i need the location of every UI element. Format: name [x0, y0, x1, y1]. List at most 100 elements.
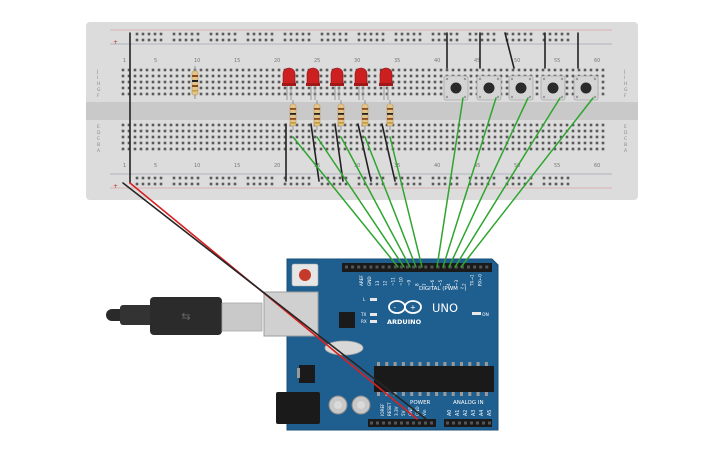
- rail-hole: [468, 176, 472, 180]
- breadboard-hole: [349, 92, 353, 96]
- wire-green-signal-5[interactable]: [389, 136, 423, 268]
- col-num: 15: [234, 163, 240, 169]
- wire-black-button[interactable]: [504, 32, 515, 69]
- wire-green-signal-4[interactable]: [364, 136, 417, 268]
- breadboard-hole: [427, 147, 431, 151]
- wire-green-signal-8[interactable]: [448, 97, 529, 268]
- pushbutton-5[interactable]: [573, 75, 599, 101]
- reset-button[interactable]: [299, 269, 311, 281]
- analog-pin-label: A3: [471, 410, 477, 416]
- rail-hole: [542, 38, 546, 42]
- wire-green-signal-10[interactable]: [460, 97, 594, 268]
- breadboard-hole: [481, 123, 485, 127]
- led-3[interactable]: [330, 67, 344, 100]
- breadboard-hole: [415, 123, 419, 127]
- resistor-3[interactable]: [337, 100, 345, 130]
- breadboard-hole: [199, 147, 203, 151]
- digital-section-label: DIGITAL (PWM ~): [419, 286, 466, 292]
- breadboard-hole: [157, 74, 161, 78]
- rail-hole: [505, 32, 509, 36]
- wire-black-led[interactable]: [381, 123, 396, 182]
- pushbutton-4[interactable]: [540, 75, 566, 101]
- breadboard-hole: [193, 135, 197, 139]
- rail-hole: [295, 176, 299, 180]
- breadboard-hole: [355, 135, 359, 139]
- breadboard-hole: [535, 68, 539, 72]
- breadboard-hole: [601, 92, 605, 96]
- wire-green-signal-6[interactable]: [436, 97, 464, 268]
- wire-green-signal-9[interactable]: [454, 97, 561, 268]
- breadboard-hole: [163, 123, 167, 127]
- rail-hole: [344, 176, 348, 180]
- led-5[interactable]: [379, 67, 393, 100]
- breadboard-hole: [241, 147, 245, 151]
- wire-black-gnd[interactable]: [122, 182, 427, 420]
- rail-hole: [455, 176, 459, 180]
- breadboard-hole: [391, 74, 395, 78]
- dc-power-jack[interactable]: [276, 392, 320, 424]
- chip-pin: [418, 392, 422, 396]
- breadboard-hole: [577, 68, 581, 72]
- breadboard-hole: [235, 147, 239, 151]
- breadboard-hole: [187, 129, 191, 133]
- resistor-2[interactable]: [313, 100, 321, 130]
- breadboard-hole: [187, 92, 191, 96]
- resistor-5[interactable]: [386, 100, 394, 130]
- breadboard-hole: [415, 80, 419, 84]
- wire-black-led[interactable]: [334, 123, 344, 182]
- breadboard-hole: [157, 80, 161, 84]
- resistor-band: [338, 122, 344, 124]
- breadboard-hole: [133, 92, 137, 96]
- wire-green-signal-2[interactable]: [316, 136, 405, 268]
- rail-hole: [307, 38, 311, 42]
- wire-black-led[interactable]: [357, 123, 372, 182]
- led-1[interactable]: [282, 67, 296, 100]
- breadboard-hole: [181, 86, 185, 90]
- breadboard-hole: [307, 86, 311, 90]
- breadboard-hole: [277, 123, 281, 127]
- breadboard-hole: [301, 129, 305, 133]
- breadboard-hole: [373, 123, 377, 127]
- wire-green-signal-3[interactable]: [340, 136, 411, 268]
- breadboard-hole: [475, 147, 479, 151]
- breadboard-hole: [271, 147, 275, 151]
- wire-black-led[interactable]: [310, 123, 320, 182]
- breadboard-hole: [505, 80, 509, 84]
- breadboard-hole: [385, 129, 389, 133]
- breadboard-hole: [427, 123, 431, 127]
- breadboard-hole: [205, 129, 209, 133]
- breadboard-hole: [349, 80, 353, 84]
- resistor-4[interactable]: [361, 100, 369, 130]
- led-tx-indicator: [370, 313, 377, 316]
- pushbutton-1[interactable]: [443, 75, 469, 101]
- header-pin: [482, 421, 485, 425]
- led-on-indicator: [472, 312, 481, 315]
- resistor-band: [387, 118, 393, 120]
- wire-green-signal-1[interactable]: [292, 136, 399, 268]
- pushbutton-2[interactable]: [476, 75, 502, 101]
- led-4[interactable]: [354, 67, 368, 100]
- digital-pin-label: 7: [422, 283, 427, 286]
- wire-green-signal-7[interactable]: [442, 97, 497, 268]
- breadboard-hole: [373, 86, 377, 90]
- rail-hole: [159, 38, 163, 42]
- rail-hole: [227, 38, 231, 42]
- header-pin: [424, 265, 428, 269]
- breadboard-hole: [121, 86, 125, 90]
- rail-hole: [264, 182, 268, 186]
- pushbutton-3[interactable]: [508, 75, 534, 101]
- resistor-band: [314, 122, 320, 124]
- breadboard-hole: [181, 68, 185, 72]
- led-rim: [306, 83, 320, 86]
- digital-pin-label: 4: [446, 283, 451, 286]
- breadboard-hole: [121, 141, 125, 145]
- power-pin-label: GND: [408, 406, 413, 416]
- resistor-1[interactable]: [289, 100, 297, 130]
- led-2[interactable]: [306, 67, 320, 100]
- resistor-standalone[interactable]: [191, 66, 199, 99]
- breadboard-hole: [235, 68, 239, 72]
- breadboard-hole: [421, 74, 425, 78]
- breadboard-hole: [397, 147, 401, 151]
- breadboard-hole: [487, 141, 491, 145]
- breadboard-hole: [493, 135, 497, 139]
